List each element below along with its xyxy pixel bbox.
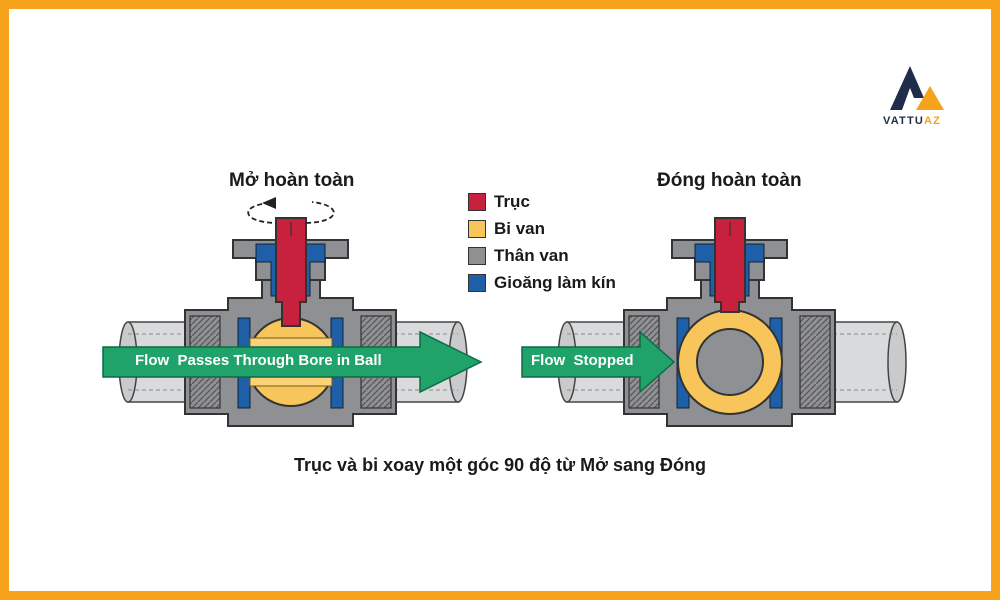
closed-title: Đóng hoàn toàn	[657, 170, 802, 191]
closed-flow-arrow	[521, 330, 676, 394]
legend-item-stem: Trục	[468, 192, 616, 212]
legend-swatch-stem	[468, 193, 486, 211]
legend-label: Trục	[494, 192, 530, 211]
open-flow-label: Flow Passes Through Bore in Ball	[135, 352, 382, 369]
closed-flow-label: Flow Stopped	[531, 352, 634, 369]
legend-swatch-seal	[468, 274, 486, 292]
legend-item-seal: Gioăng làm kín	[468, 273, 616, 293]
open-valve-stem	[275, 217, 307, 327]
legend-swatch-ball	[468, 220, 486, 238]
legend-item-body: Thân van	[468, 246, 616, 266]
open-flow-arrow	[102, 330, 483, 394]
brand-name: VATTUAZ	[883, 115, 942, 127]
open-title: Mở hoàn toàn	[229, 170, 355, 191]
caption: Trục và bi xoay một góc 90 độ từ Mở sang…	[294, 455, 706, 475]
closed-valve-thread-right	[799, 315, 831, 409]
rotation-arrow	[247, 201, 335, 224]
legend-label: Gioăng làm kín	[494, 273, 616, 292]
legend-label: Bi van	[494, 219, 546, 238]
closed-valve-ball-bore	[696, 328, 764, 396]
closed-valve	[557, 217, 907, 427]
vattuaz-logo	[890, 66, 944, 110]
legend-label: Thân van	[494, 246, 569, 265]
open-valve	[118, 197, 468, 427]
closed-valve-stem	[714, 217, 746, 313]
legend-swatch-body	[468, 247, 486, 265]
legend-item-ball: Bi van	[468, 219, 616, 239]
legend: Trục Bi van Thân van Gioăng làm kín	[468, 192, 616, 293]
